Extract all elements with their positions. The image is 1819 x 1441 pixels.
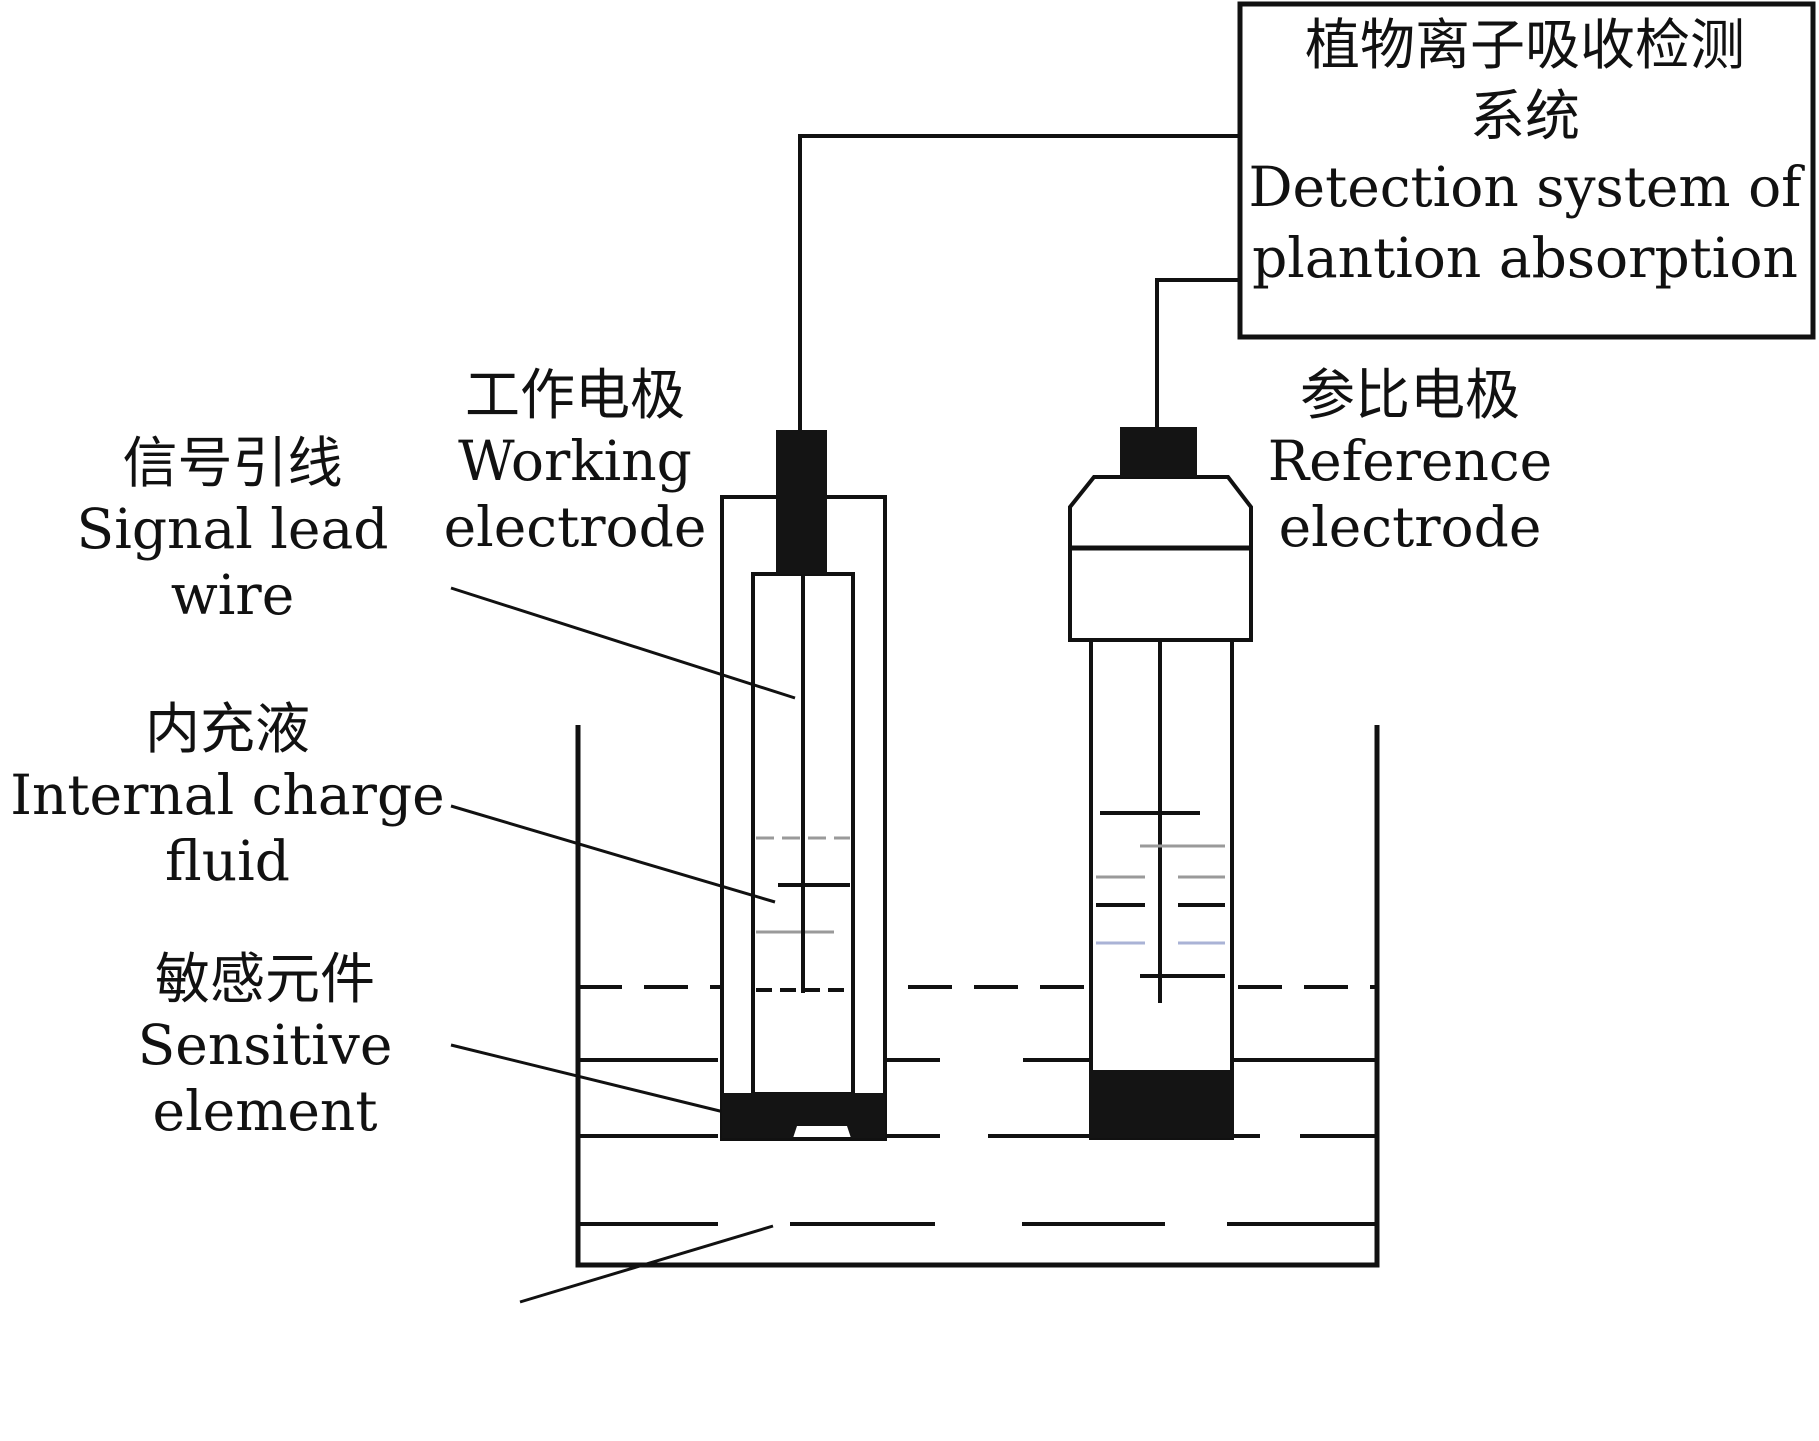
internal-fluid-leader-line xyxy=(450,804,776,904)
reference-electrode-label: 参比电极 Reference electrode xyxy=(1250,362,1570,560)
internal-fluid-label: 内充液 Internal charge fluid xyxy=(5,696,450,894)
detection-system-label: 植物离子吸收检测 系统 Detection system of plantion… xyxy=(1240,10,1810,294)
detection-system-zh-line2: 系统 xyxy=(1469,84,1580,148)
working-electrode-connector xyxy=(776,430,827,574)
internal-fluid-en-line1: Internal charge xyxy=(10,763,445,827)
working-electrode-cable xyxy=(798,134,1240,432)
reference-electrode-cable xyxy=(1155,278,1240,432)
sensitive-element-en-line2: element xyxy=(152,1079,378,1143)
reference-electrode-junction xyxy=(1089,1070,1234,1138)
working-electrode-en-line2: electrode xyxy=(443,495,707,559)
detection-system-box xyxy=(1237,1,1816,340)
working-electrode-zh: 工作电极 xyxy=(464,363,685,427)
beaker xyxy=(575,725,1380,1268)
reference-electrode-en-line1: Reference xyxy=(1267,429,1553,493)
reference-electrode-en-line2: electrode xyxy=(1278,495,1542,559)
signal-lead-label: 信号引线 Signal lead wire xyxy=(60,430,405,628)
signal-lead-zh: 信号引线 xyxy=(122,431,343,495)
working-electrode-en-line1: Working xyxy=(458,429,692,493)
internal-fluid-en-line2: fluid xyxy=(165,829,290,893)
signal-lead-en-line2: wire xyxy=(170,563,295,627)
detection-system-en-line2: plantion absorption xyxy=(1252,226,1798,290)
signal-lead-en-line1: Signal lead xyxy=(76,497,389,561)
working-electrode-label: 工作电极 Working electrode xyxy=(440,362,710,560)
reference-electrode-zh: 参比电极 xyxy=(1299,363,1520,427)
reference-electrode-connector xyxy=(1120,427,1197,477)
signal-lead-leader-line xyxy=(450,586,796,700)
detection-system-zh-line1: 植物离子吸收检测 xyxy=(1304,13,1745,77)
internal-fluid-zh: 内充液 xyxy=(144,697,310,761)
solution-leader-line xyxy=(519,1224,774,1304)
sensitive-element-leader-line xyxy=(450,1043,729,1115)
sensitive-element-en-line1: Sensitive xyxy=(137,1013,393,1077)
reference-electrode-cap xyxy=(1068,475,1253,642)
sensitive-element-label: 敏感元件 Sensitive element xyxy=(115,946,415,1144)
sensitive-element xyxy=(722,1093,885,1138)
sensitive-element-zh: 敏感元件 xyxy=(154,947,375,1011)
detection-system-en-line1: Detection system of xyxy=(1248,155,1802,219)
